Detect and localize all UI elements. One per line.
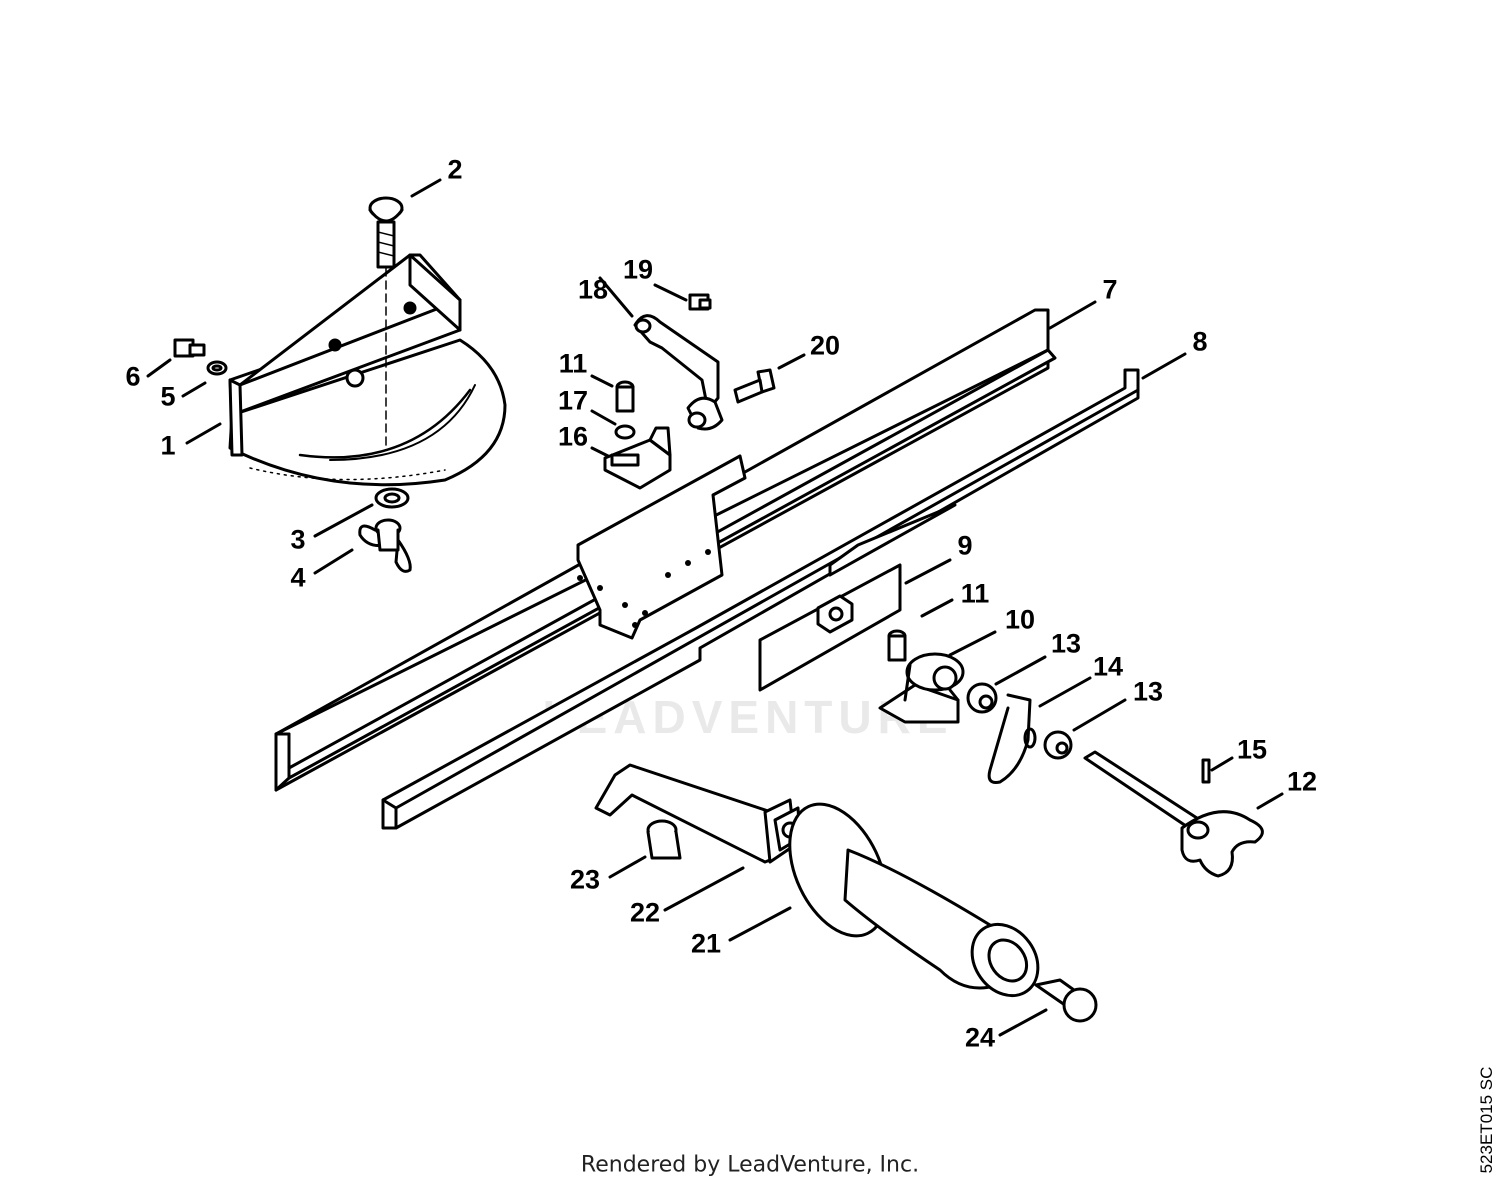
callout-1: 1 xyxy=(160,430,176,461)
callout-8: 8 xyxy=(1192,326,1208,357)
callout-3: 3 xyxy=(290,524,306,555)
callout-11-lower: 11 xyxy=(960,578,990,609)
plate-part-9 xyxy=(758,563,902,692)
bracket-part-22 xyxy=(594,763,802,864)
miter-gauge-part-1 xyxy=(228,253,507,487)
washer-part-17 xyxy=(614,424,636,440)
screw-part-6 xyxy=(173,338,206,358)
wing-nut-part-4 xyxy=(358,518,412,573)
callout-15: 15 xyxy=(1236,734,1268,765)
nut-part-13-b xyxy=(1043,730,1073,760)
pin-part-15 xyxy=(1201,758,1211,784)
handle-part-21 xyxy=(788,802,1040,998)
callout-13-lower: 13 xyxy=(1132,676,1164,707)
callout-23: 23 xyxy=(569,864,601,895)
nut-part-13-a xyxy=(966,682,998,714)
callout-5: 5 xyxy=(160,381,176,412)
socket-screw-part-11-upper xyxy=(615,380,635,413)
callout-20: 20 xyxy=(809,330,841,361)
screw-part-19 xyxy=(688,293,712,311)
callout-6: 6 xyxy=(125,361,141,392)
callout-19: 19 xyxy=(622,254,654,285)
callout-24: 24 xyxy=(964,1022,996,1053)
callout-22: 22 xyxy=(629,897,661,928)
threaded-knob-part-12 xyxy=(1083,750,1264,878)
drawing-code: 523ET015 SC xyxy=(1477,1066,1496,1174)
leader-lines xyxy=(146,178,1284,1037)
bracket-part-16 xyxy=(603,426,672,490)
bolt-part-2 xyxy=(368,196,404,451)
bolt-part-24 xyxy=(1034,978,1098,1023)
bolt-part-23 xyxy=(646,819,682,860)
bracket-arm-part-18 xyxy=(633,314,724,431)
screw-part-20 xyxy=(733,368,776,404)
callout-18: 18 xyxy=(577,274,609,305)
callout-2: 2 xyxy=(447,154,463,185)
callout-7: 7 xyxy=(1102,274,1118,305)
callout-21: 21 xyxy=(690,928,722,959)
callout-14: 14 xyxy=(1092,651,1124,682)
callout-11-upper: 11 xyxy=(558,348,588,379)
callout-10: 10 xyxy=(1004,604,1036,635)
callout-9: 9 xyxy=(957,530,973,561)
callout-13-upper: 13 xyxy=(1050,628,1082,659)
footer-credit: Rendered by LeadVenture, Inc. xyxy=(580,1152,920,1178)
socket-screw-part-11-lower xyxy=(887,629,907,662)
clamp-block-part-10 xyxy=(878,652,965,724)
rail-angle-part-8 xyxy=(381,368,1140,830)
callout-4: 4 xyxy=(290,562,306,593)
rail-angle-part-7 xyxy=(274,308,1057,792)
callout-17: 17 xyxy=(557,385,589,416)
callout-16: 16 xyxy=(557,421,589,452)
callout-12: 12 xyxy=(1286,766,1318,797)
